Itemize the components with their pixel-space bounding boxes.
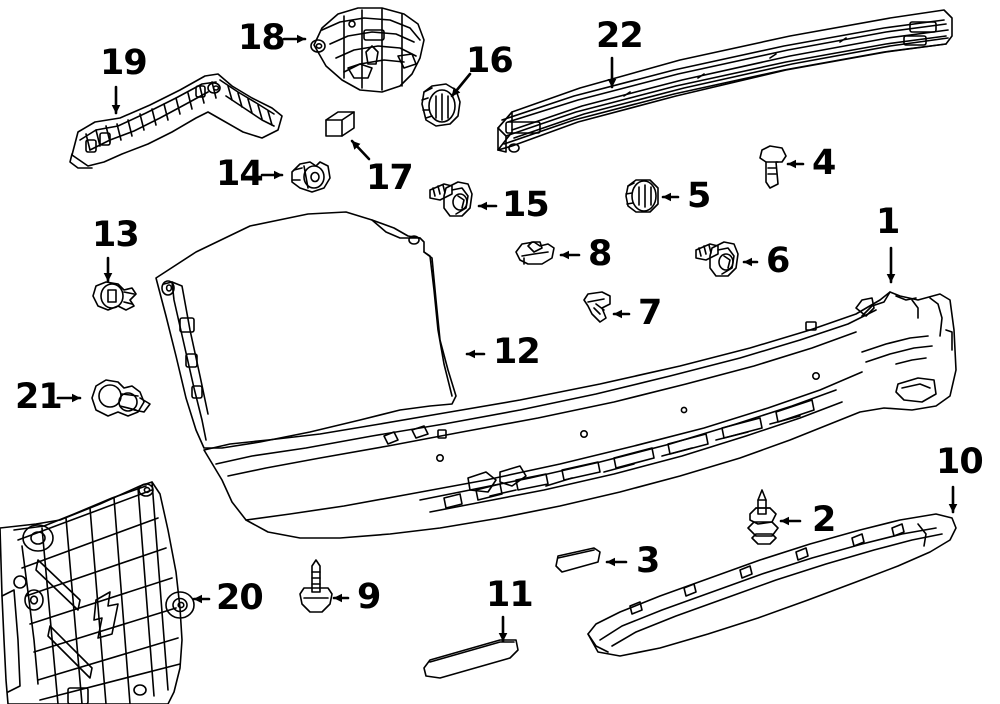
part-2-push-clip <box>747 489 779 545</box>
part-12-side-retainer <box>155 211 457 449</box>
part-20-reinforcement-panel <box>0 481 195 704</box>
leader-17 <box>350 139 371 161</box>
part-22-reinforcement-beam <box>497 9 953 153</box>
callout-label-15: 15 <box>502 185 550 225</box>
part-11-pad-strip-lower <box>423 639 519 679</box>
part-15-flange-bolt <box>429 181 473 217</box>
part-4-retainer-clip <box>759 145 787 189</box>
part-1-bumper-cover <box>203 291 957 539</box>
part-17-spacer-block <box>325 111 355 137</box>
callout-label-1: 1 <box>876 202 900 242</box>
callout-label-4: 4 <box>812 143 836 183</box>
part-14-bolt-washer <box>291 161 331 193</box>
callout-label-8: 8 <box>588 234 612 274</box>
part-13-clip-grommet <box>92 281 137 311</box>
callout-label-21: 21 <box>15 377 63 417</box>
part-7-clip-fastener <box>583 291 611 323</box>
callout-label-9: 9 <box>357 577 381 617</box>
callout-label-10: 10 <box>936 442 984 482</box>
callout-label-17: 17 <box>366 158 414 198</box>
callout-label-16: 16 <box>466 41 514 81</box>
leader-lines <box>56 34 958 643</box>
part-9-screw-grommet <box>299 559 333 613</box>
callout-label-22: 22 <box>596 16 644 56</box>
part-16-grommet-nut <box>421 83 461 127</box>
callout-label-7: 7 <box>638 293 662 333</box>
callout-label-11: 11 <box>486 575 534 615</box>
callout-label-2: 2 <box>812 500 836 540</box>
callout-label-5: 5 <box>687 176 711 216</box>
callout-label-13: 13 <box>92 215 140 255</box>
part-8-bracket-retainer <box>515 241 555 265</box>
callout-label-20: 20 <box>216 578 264 618</box>
part-18-absorber-bracket <box>310 7 425 93</box>
part-19-side-bracket <box>69 73 283 169</box>
part-6-flange-bolt <box>695 241 739 277</box>
callout-label-14: 14 <box>216 154 264 194</box>
part-21-bolt-fastener <box>91 379 151 417</box>
part-3-side-pad-strip <box>555 547 601 573</box>
leader-16 <box>450 72 472 98</box>
part-10-valance-molding <box>587 513 957 657</box>
callout-label-18: 18 <box>238 18 286 58</box>
callout-label-12: 12 <box>493 332 541 372</box>
callout-label-3: 3 <box>636 541 660 581</box>
callout-label-6: 6 <box>766 241 790 281</box>
part-5-grommet-nut <box>625 179 659 213</box>
callout-label-19: 19 <box>100 43 148 83</box>
